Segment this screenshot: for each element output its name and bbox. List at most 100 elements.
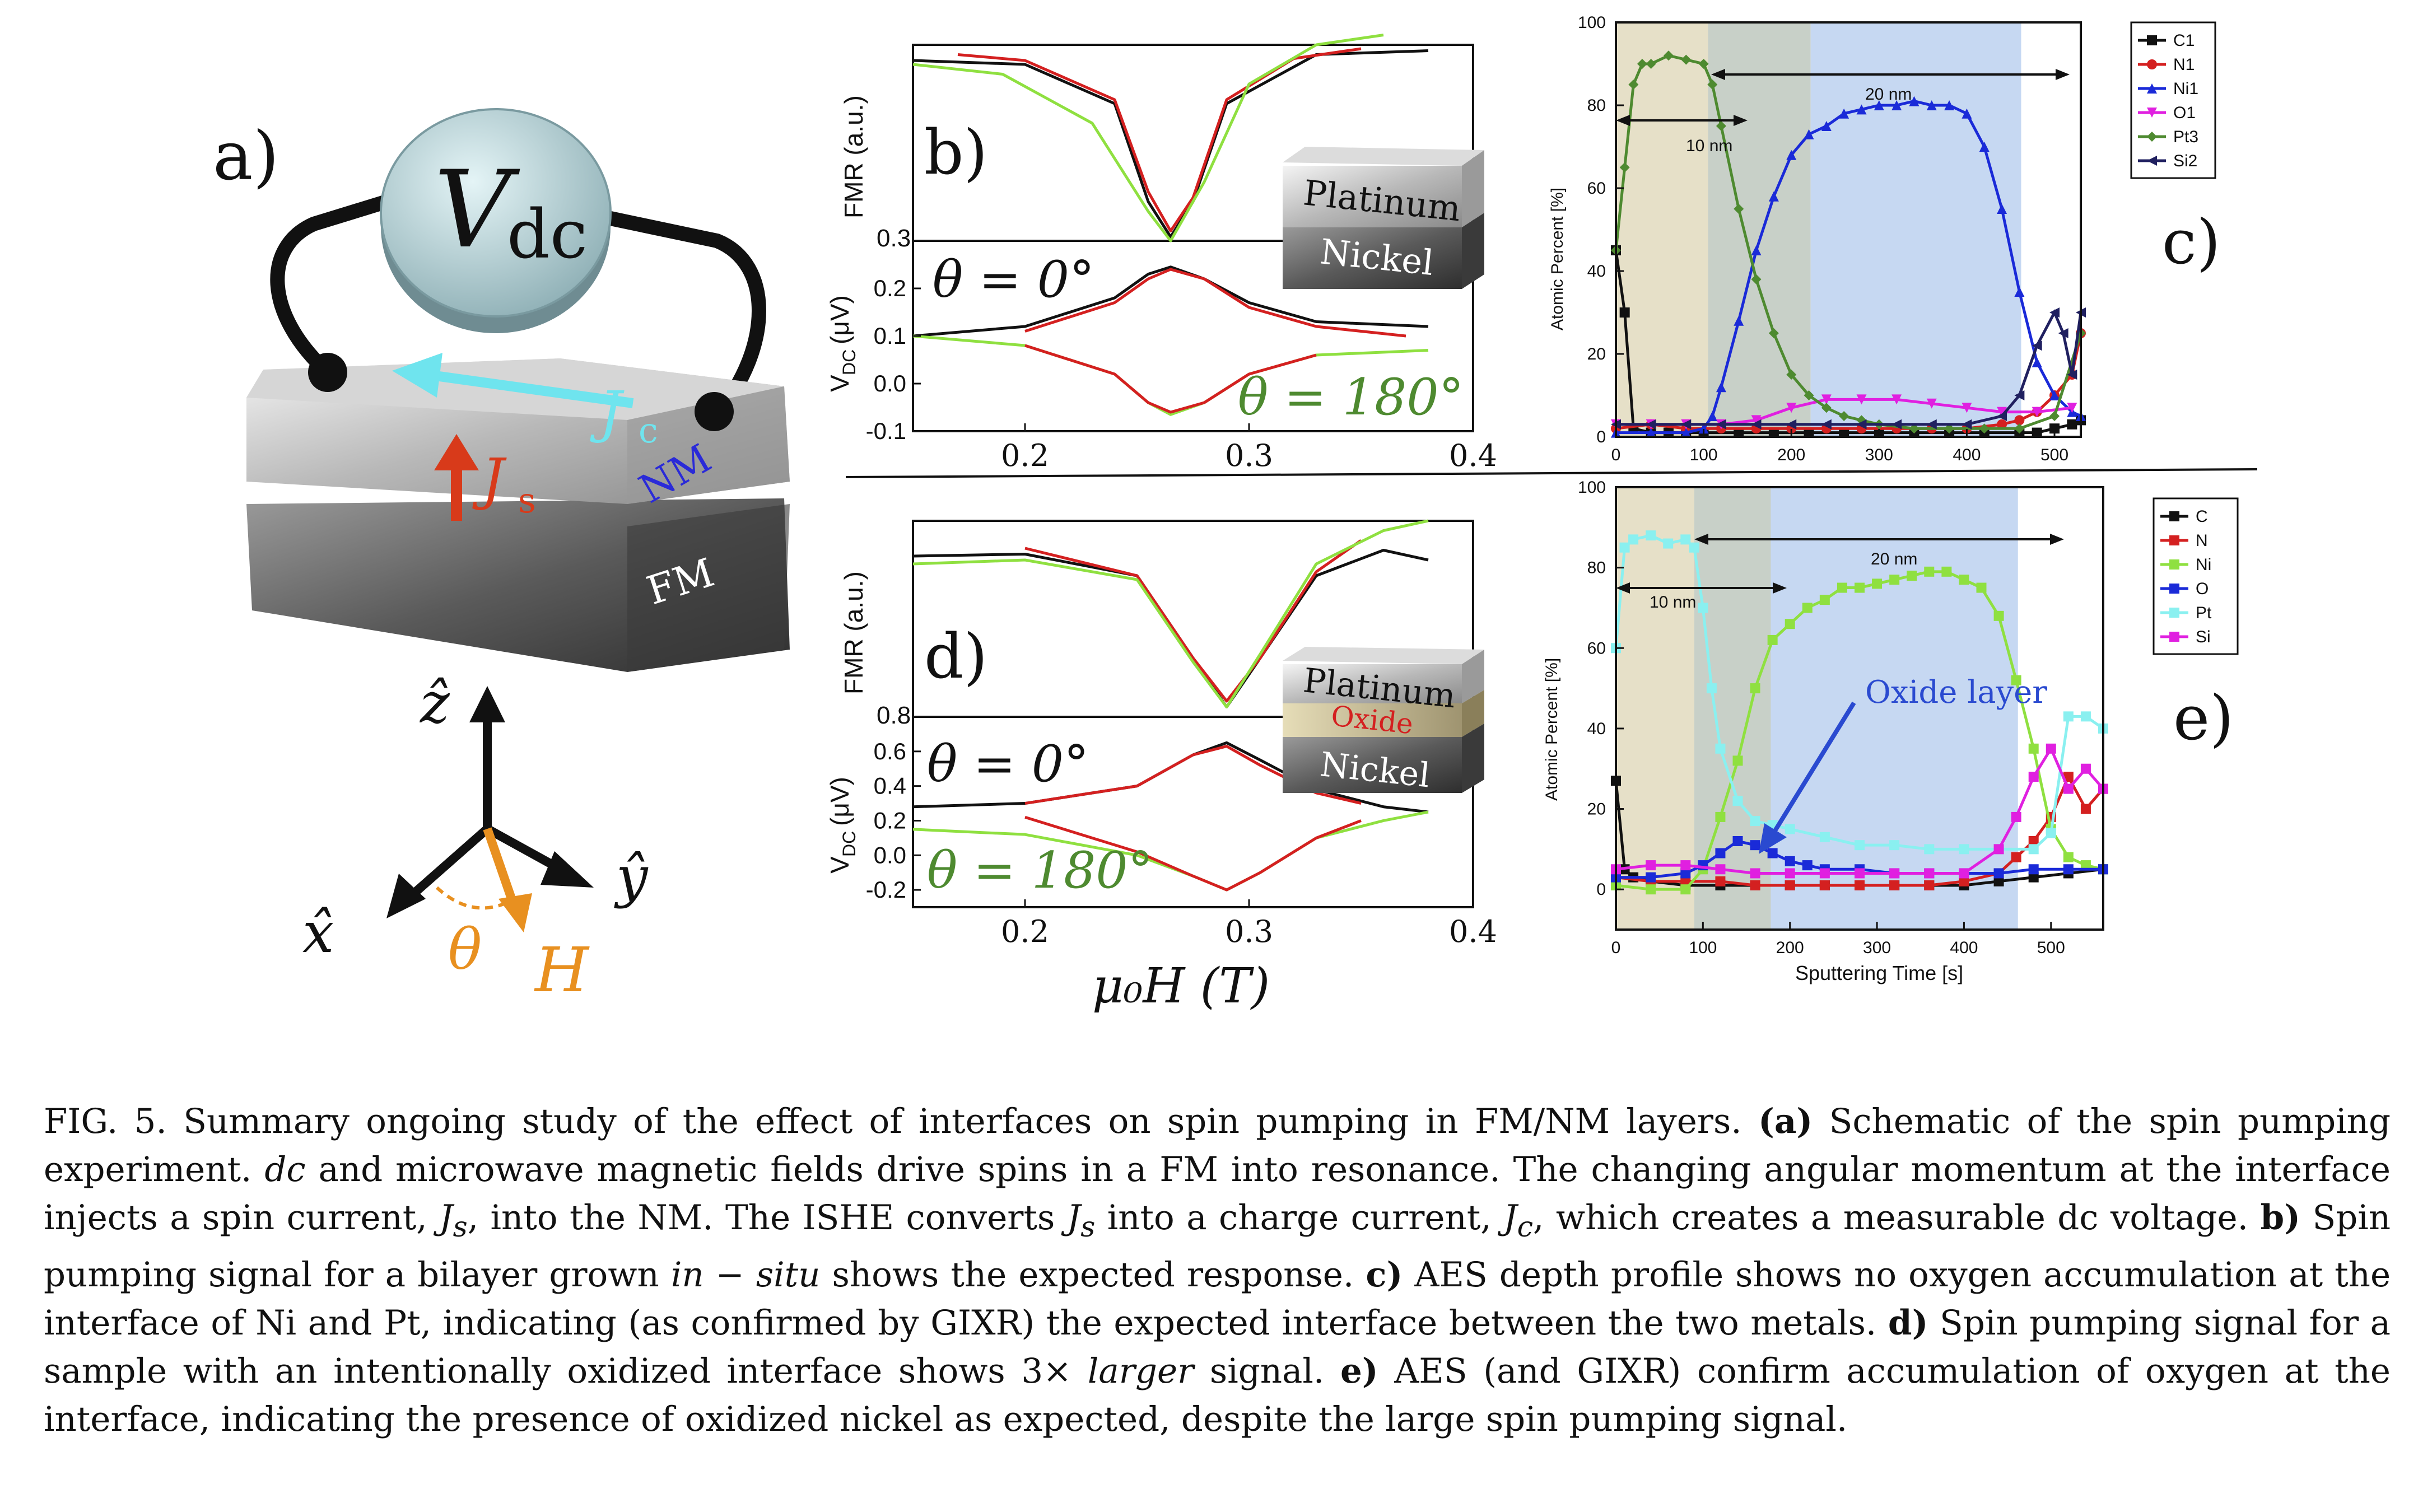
e-point-Si bbox=[1959, 868, 1969, 879]
c-point-Ni1 bbox=[1821, 121, 1832, 131]
caption-e-label: e) bbox=[1340, 1351, 1378, 1392]
c-point-Ni1 bbox=[1839, 108, 1849, 119]
caption-b-text-2: shows the expected response. bbox=[832, 1255, 1354, 1295]
e-point-Ni bbox=[1959, 575, 1969, 585]
c-shade-0 bbox=[1616, 22, 1708, 437]
c-legend-marker-Pt3 bbox=[2147, 132, 2157, 142]
e-point-Ni bbox=[1732, 755, 1743, 766]
c-point-C1 bbox=[1768, 427, 1779, 438]
e-legend-box bbox=[2153, 497, 2239, 655]
c-point-Si2 bbox=[2014, 390, 2025, 400]
e-legend-marker-Pt bbox=[2169, 608, 2179, 618]
e-point-N bbox=[2063, 772, 2074, 782]
c-legend-box bbox=[2130, 21, 2216, 179]
e-point-O bbox=[2028, 864, 2039, 875]
c-legend-label-N1: N1 bbox=[2173, 55, 2195, 74]
e-point-Pt bbox=[1889, 840, 1900, 851]
b_vdc-ytick-label: 0.2 bbox=[874, 275, 906, 301]
c-point-O1 bbox=[1997, 407, 2007, 417]
c-point-C1 bbox=[2067, 419, 2077, 430]
x-axis-label: x̂ bbox=[302, 900, 334, 965]
c-point-Pt3 bbox=[1944, 423, 1955, 434]
c-point-Pt3 bbox=[1663, 50, 1674, 61]
e-point-N bbox=[1924, 880, 1935, 890]
c-point-Ni1 bbox=[2049, 390, 2060, 400]
c-point-O1 bbox=[1751, 415, 1762, 426]
xtick-label: 0.4 bbox=[1449, 914, 1497, 949]
caption-a-text-1: Schematic of the spin pumping experiment… bbox=[44, 1102, 2391, 1189]
e-point-Ni bbox=[2080, 860, 2091, 871]
y-axis-label: ŷ bbox=[614, 844, 649, 909]
e-shade-0 bbox=[1616, 487, 1694, 930]
svg-text:(μV): (μV) bbox=[825, 777, 854, 826]
e-point-Ni bbox=[1785, 619, 1795, 629]
d-stack-inset: Platinum Oxide Nickel bbox=[1283, 647, 1484, 795]
caption-a-text-4: into a charge current, bbox=[1107, 1198, 1492, 1238]
e-point-Ni bbox=[1993, 610, 2004, 621]
e-ytick-label: 60 bbox=[1587, 639, 1606, 657]
caption-a-dc: dc bbox=[264, 1150, 306, 1189]
c-point-Ni1 bbox=[1768, 191, 1779, 202]
z-axis-label: ẑ bbox=[420, 670, 450, 736]
caption-js: Js bbox=[439, 1198, 468, 1244]
c-point-N1 bbox=[2014, 415, 2025, 426]
e-point-C bbox=[2028, 872, 2039, 883]
c-point-N1 bbox=[1997, 419, 2007, 430]
c-legend-marker-O1 bbox=[2147, 108, 2157, 118]
b-vdc-ylabel: V DC (μV) bbox=[825, 295, 859, 392]
e-legend-marker-Ni bbox=[2169, 559, 2179, 570]
e-point-N bbox=[1819, 880, 1830, 890]
d-fmr-ylabel: FMR (a.u.) bbox=[839, 571, 868, 694]
caption-b-text-1: Spin pumping signal for a bilayer grown bbox=[44, 1198, 2391, 1295]
e-point-Ni bbox=[1924, 566, 1935, 577]
svg-text:V: V bbox=[825, 856, 854, 874]
e-point-O bbox=[1715, 848, 1726, 858]
c-point-O1 bbox=[1891, 394, 1902, 405]
caption-a-label: (a) bbox=[1758, 1102, 1813, 1141]
c-point-Ni1 bbox=[1979, 142, 1990, 152]
e-point-O bbox=[1732, 836, 1743, 846]
c-point-Pt3 bbox=[1716, 121, 1726, 131]
theta-label: θ bbox=[448, 917, 482, 982]
c-point-Pt3 bbox=[1619, 162, 1630, 172]
e-ytick-label: 40 bbox=[1587, 720, 1606, 738]
e-point-Pt bbox=[2046, 828, 2056, 838]
e-point-N bbox=[2028, 836, 2039, 846]
e-point-Ni bbox=[2028, 743, 2039, 754]
e-point-Pt bbox=[1959, 844, 1969, 855]
e-point-Pt bbox=[1785, 824, 1795, 834]
c-point-Pt3 bbox=[2049, 411, 2060, 421]
e-point-Ni bbox=[1802, 603, 1813, 613]
b_vdc-trace-red bbox=[1024, 268, 1406, 338]
b-vdc-plot bbox=[912, 265, 1429, 416]
e-point-N bbox=[1785, 880, 1795, 890]
c-point-O1 bbox=[1856, 394, 1867, 405]
e-point-Si bbox=[1715, 864, 1726, 875]
c-point-Pt3 bbox=[1707, 80, 1718, 90]
b_fmr-trace-green bbox=[912, 34, 1384, 242]
d-vdc-ylabel: V DC (μV) bbox=[825, 777, 859, 874]
c-point-Pt3 bbox=[1637, 59, 1647, 69]
c-point-Ni1 bbox=[1926, 100, 1937, 110]
e-point-Ni bbox=[1855, 582, 1865, 593]
e-legend-marker-O bbox=[2169, 584, 2179, 594]
c-legend-marker-N1 bbox=[2147, 59, 2157, 69]
c-xtick-label: 100 bbox=[1690, 446, 1718, 464]
d-vdc-yticks: 0.60.40.20.0-0.2 bbox=[866, 738, 921, 903]
panel-b-label: b) bbox=[924, 116, 987, 188]
xtick-label: 0.3 bbox=[1225, 914, 1273, 949]
c-legend-marker-C1 bbox=[2147, 35, 2157, 45]
c-point-C1 bbox=[1619, 307, 1630, 318]
c-ann-10nm: 10 nm bbox=[1686, 137, 1732, 155]
fm-layer: FM bbox=[246, 498, 790, 672]
panel-c-label: c) bbox=[2162, 206, 2221, 278]
c-point-Ni1 bbox=[1716, 382, 1726, 393]
c-point-Ni1 bbox=[1856, 104, 1867, 115]
e-point-Pt bbox=[2080, 711, 2091, 722]
e-point-N bbox=[2080, 804, 2091, 814]
caption-insitu: in − situ bbox=[670, 1255, 821, 1295]
panel-a-label: a) bbox=[213, 118, 279, 195]
